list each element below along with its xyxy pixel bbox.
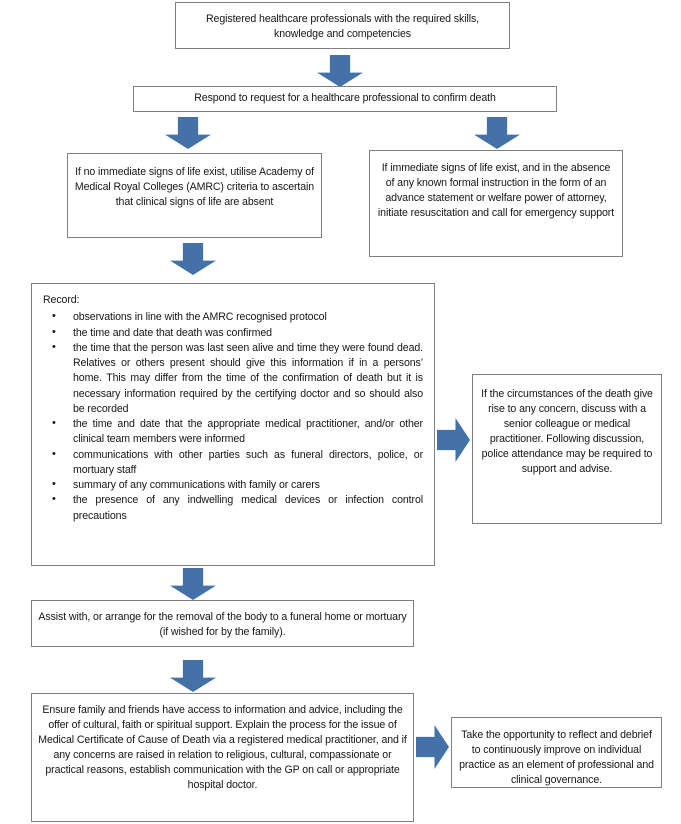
record-list-item: summary of any communications with famil…	[52, 477, 423, 493]
node-removal-of-body-text: Assist with, or arrange for the removal …	[38, 611, 407, 639]
node-removal-of-body: Assist with, or arrange for the removal …	[31, 600, 414, 647]
record-list-item: the time and date that death was confirm…	[52, 324, 423, 341]
record-list-item: the time that the person was last seen a…	[52, 340, 423, 417]
arrow-record-to-removal	[170, 568, 216, 600]
node-circumstances-of-death-text: If the circumstances of the death give r…	[481, 388, 653, 476]
node-registered-professionals-text: Registered healthcare professionals with…	[205, 13, 479, 41]
arrow-respond-to-no-signs	[165, 117, 211, 149]
arrow-respond-to-signs	[474, 117, 520, 149]
node-record-heading: Record:	[43, 294, 80, 306]
arrow-family-support-to-reflect	[416, 725, 449, 769]
arrow-start-to-respond	[317, 55, 363, 87]
node-reflect-and-debrief-text: Take the opportunity to reflect and debr…	[459, 729, 654, 787]
node-no-immediate-signs-of-life: If no immediate signs of life exist, uti…	[67, 153, 322, 238]
node-registered-professionals: Registered healthcare professionals with…	[175, 2, 510, 49]
node-family-and-friends-support: Ensure family and friends have access to…	[31, 693, 414, 822]
node-circumstances-of-death: If the circumstances of the death give r…	[472, 374, 662, 524]
arrow-no-signs-to-record	[170, 243, 216, 275]
record-list-item: observations in line with the AMRC recog…	[52, 309, 423, 325]
node-no-immediate-signs-of-life-text: If no immediate signs of life exist, uti…	[74, 166, 315, 209]
node-respond-to-request-text: Respond to request for a healthcare prof…	[194, 92, 496, 105]
record-item-list: observations in line with the AMRC recog…	[43, 309, 423, 524]
node-record: Record: observations in line with the AM…	[31, 283, 435, 566]
node-reflect-and-debrief: Take the opportunity to reflect and debr…	[451, 717, 662, 788]
node-respond-to-request: Respond to request for a healthcare prof…	[133, 86, 557, 112]
node-family-and-friends-support-text: Ensure family and friends have access to…	[38, 704, 407, 792]
arrow-removal-to-family-support	[170, 660, 216, 692]
record-list-item: communications with other parties such a…	[52, 447, 423, 479]
record-list-item: the presence of any indwelling medical d…	[52, 492, 423, 524]
arrow-record-to-circumstances	[437, 418, 470, 462]
node-immediate-signs-of-life: If immediate signs of life exist, and in…	[369, 150, 623, 257]
record-list-item: the time and date that the appropriate m…	[52, 416, 423, 448]
node-immediate-signs-of-life-text: If immediate signs of life exist, and in…	[377, 162, 615, 220]
